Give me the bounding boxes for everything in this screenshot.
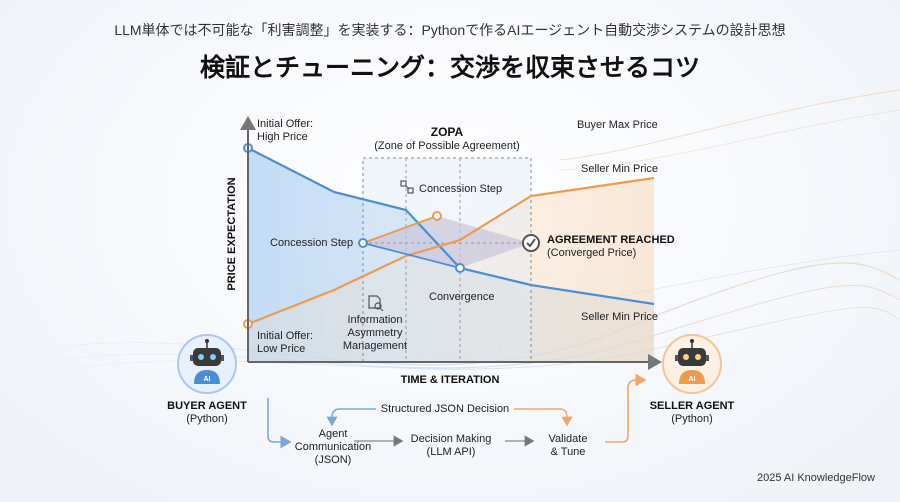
convergence-label: Convergence bbox=[429, 291, 495, 303]
seller-min-price-top-label: Seller Min Price bbox=[581, 163, 659, 175]
concession-step-left-label: Concession Step bbox=[270, 237, 354, 249]
concession-point-left bbox=[358, 238, 368, 248]
convergence-point bbox=[455, 263, 465, 273]
structured-loop-left bbox=[326, 408, 376, 427]
x-axis-label: TIME & ITERATION bbox=[400, 374, 500, 386]
agreement-reached-label: AGREEMENT REACHED bbox=[547, 234, 675, 246]
info-asymmetry-label: Information Asymmetry Management bbox=[342, 314, 408, 352]
y-axis-label: PRICE EXPECTATION bbox=[226, 177, 238, 291]
seller-price-line bbox=[247, 176, 655, 326]
buyer-ai-badge: AI bbox=[203, 376, 211, 383]
zopa-title: ZOPA bbox=[430, 125, 464, 139]
initial-offer-low-label: Initial Offer: Low Price bbox=[257, 330, 314, 355]
footer-credit: 2025 AI KnowledgeFlow bbox=[756, 472, 875, 484]
validate-to-seller-arrow bbox=[605, 373, 647, 443]
seller-ai-badge: AI bbox=[688, 376, 696, 383]
concession-step-icon bbox=[400, 180, 414, 194]
converged-price-label: (Converged Price) bbox=[547, 247, 637, 259]
buyer-max-price-label: Buyer Max Price bbox=[577, 119, 658, 131]
page-title: 検証とチューニング：交渉を収束させるコツ bbox=[199, 53, 700, 82]
zopa-subtitle: (Zone of Possible Agreement) bbox=[374, 140, 520, 152]
buyer-price-line bbox=[247, 147, 655, 306]
concession-point-top bbox=[432, 211, 442, 221]
seller-agent-label: SELLER AGENT (Python) bbox=[649, 400, 735, 425]
concession-step-top-label: Concession Step bbox=[419, 183, 503, 195]
decision-making-label: Decision Making (LLM API) bbox=[410, 433, 492, 458]
buyer-agent-label: BUYER AGENT (Python) bbox=[167, 400, 247, 425]
agent-communication-label: Agent Communication (JSON) bbox=[294, 428, 372, 466]
initial-offer-high-label: Initial Offer: High Price bbox=[257, 118, 314, 143]
page-subtitle: LLM単体では不可能な「利害調整」を実装する：Pythonで作るAIエージェント… bbox=[114, 22, 786, 38]
buyer-to-comm-arrow bbox=[267, 398, 292, 449]
validate-tune-label: Validate & Tune bbox=[548, 433, 588, 458]
document-search-icon bbox=[368, 295, 384, 312]
structured-json-label: Structured JSON Decision bbox=[380, 403, 510, 415]
structured-loop-right bbox=[514, 408, 573, 427]
seller-agent-avatar bbox=[662, 334, 722, 394]
buyer-agent-avatar bbox=[177, 334, 237, 394]
seller-expectation-area bbox=[248, 178, 654, 362]
seller-min-price-bottom-label: Seller Min Price bbox=[581, 311, 659, 323]
convergence-diamond bbox=[363, 216, 531, 268]
agreement-check-icon bbox=[522, 234, 540, 252]
